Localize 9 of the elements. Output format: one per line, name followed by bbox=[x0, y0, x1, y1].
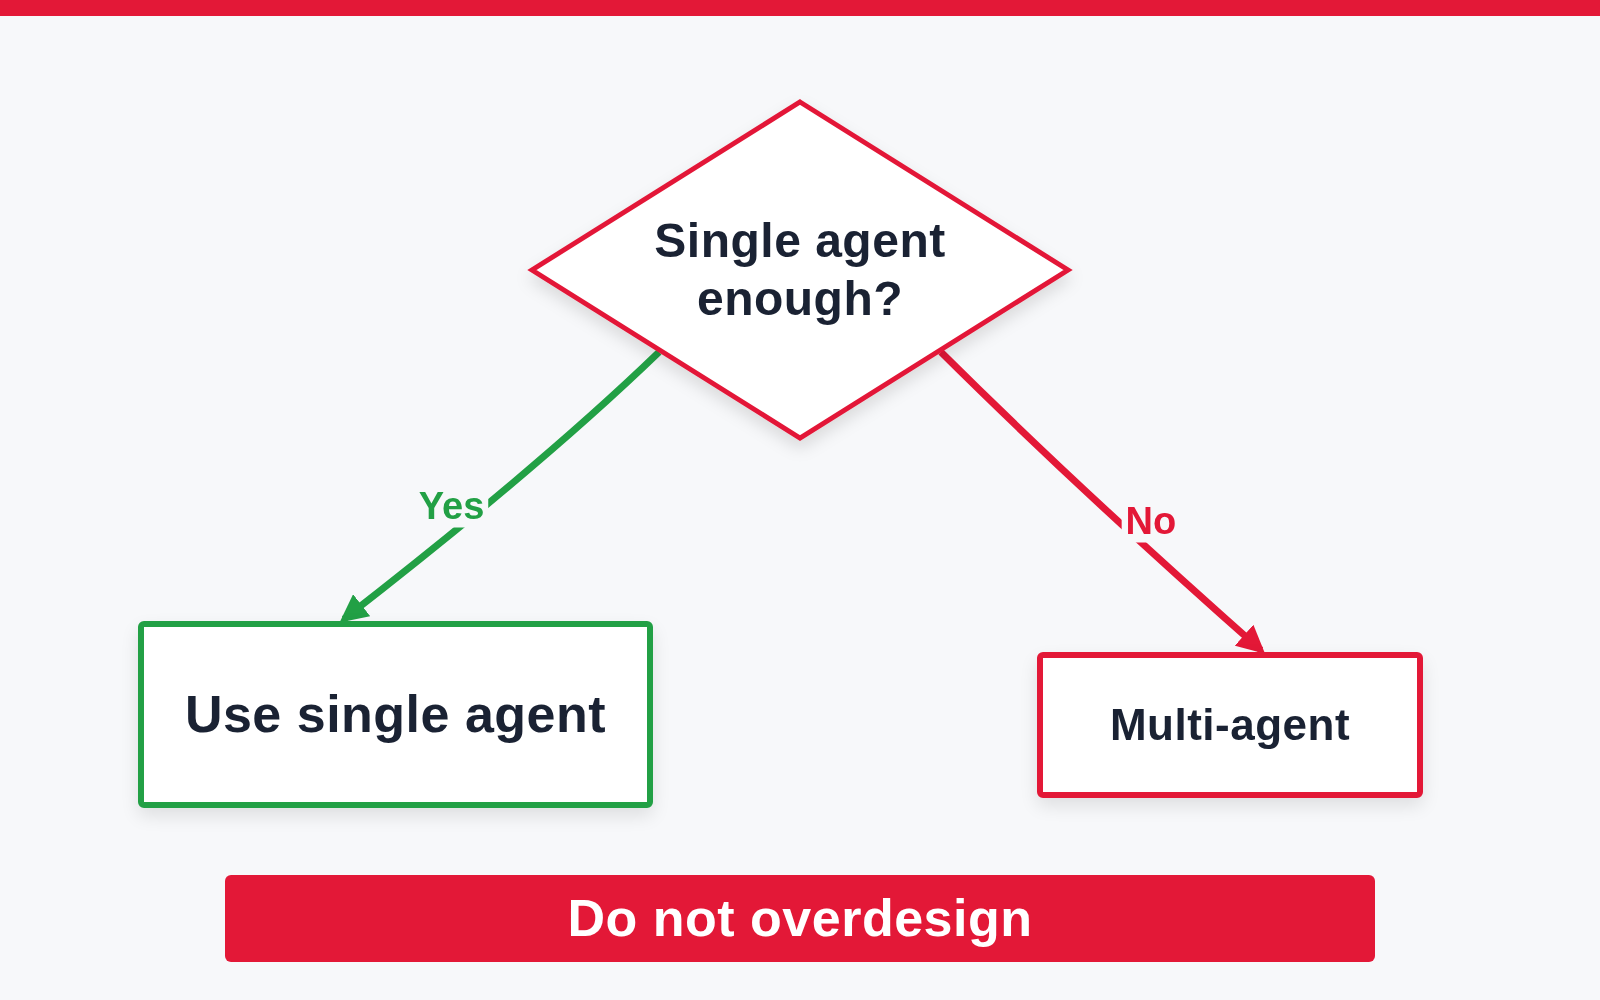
process-box bbox=[138, 621, 653, 808]
process-box bbox=[1037, 652, 1423, 798]
arrow bbox=[938, 349, 1266, 654]
node-text: Do not overdesign bbox=[567, 888, 1033, 950]
banner bbox=[225, 875, 1375, 962]
node-text: Single agent enough? bbox=[653, 213, 947, 327]
arrow bbox=[339, 349, 662, 623]
node-text: Multi-agent bbox=[1109, 698, 1351, 751]
node-text: Use single agent bbox=[184, 684, 607, 746]
